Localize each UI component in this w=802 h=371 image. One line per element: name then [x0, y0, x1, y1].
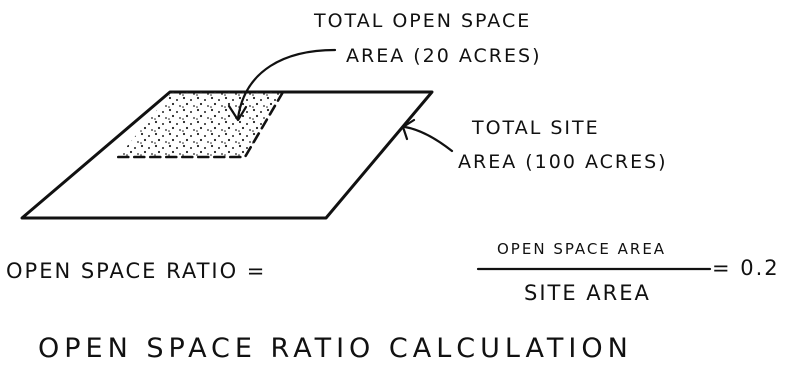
- open-space-arrow: [236, 48, 337, 120]
- site-arrow: [403, 125, 454, 153]
- site-parallelogram: [20, 90, 434, 220]
- open-space-boundary: [116, 90, 285, 159]
- open-space-label-line1: TOTAL OPEN SPACE: [313, 10, 531, 32]
- equation-lhs: OPEN SPACE RATIO =: [6, 259, 266, 283]
- site-arrow-head: [401, 118, 416, 141]
- diagram-title: OPEN SPACE RATIO CALCULATION: [38, 333, 633, 364]
- equation-numerator: OPEN SPACE AREA: [497, 240, 666, 258]
- site-label-line1: TOTAL SITE: [471, 117, 600, 139]
- equation-result: = 0.2: [712, 256, 780, 280]
- equation-denominator: SITE AREA: [524, 281, 651, 305]
- site-label-line2: AREA (100 ACRES): [458, 151, 668, 173]
- open-space-area: [118, 92, 283, 157]
- open-space-label-line2: AREA (20 ACRES): [346, 45, 541, 67]
- open-space-arrow-head: [227, 104, 248, 122]
